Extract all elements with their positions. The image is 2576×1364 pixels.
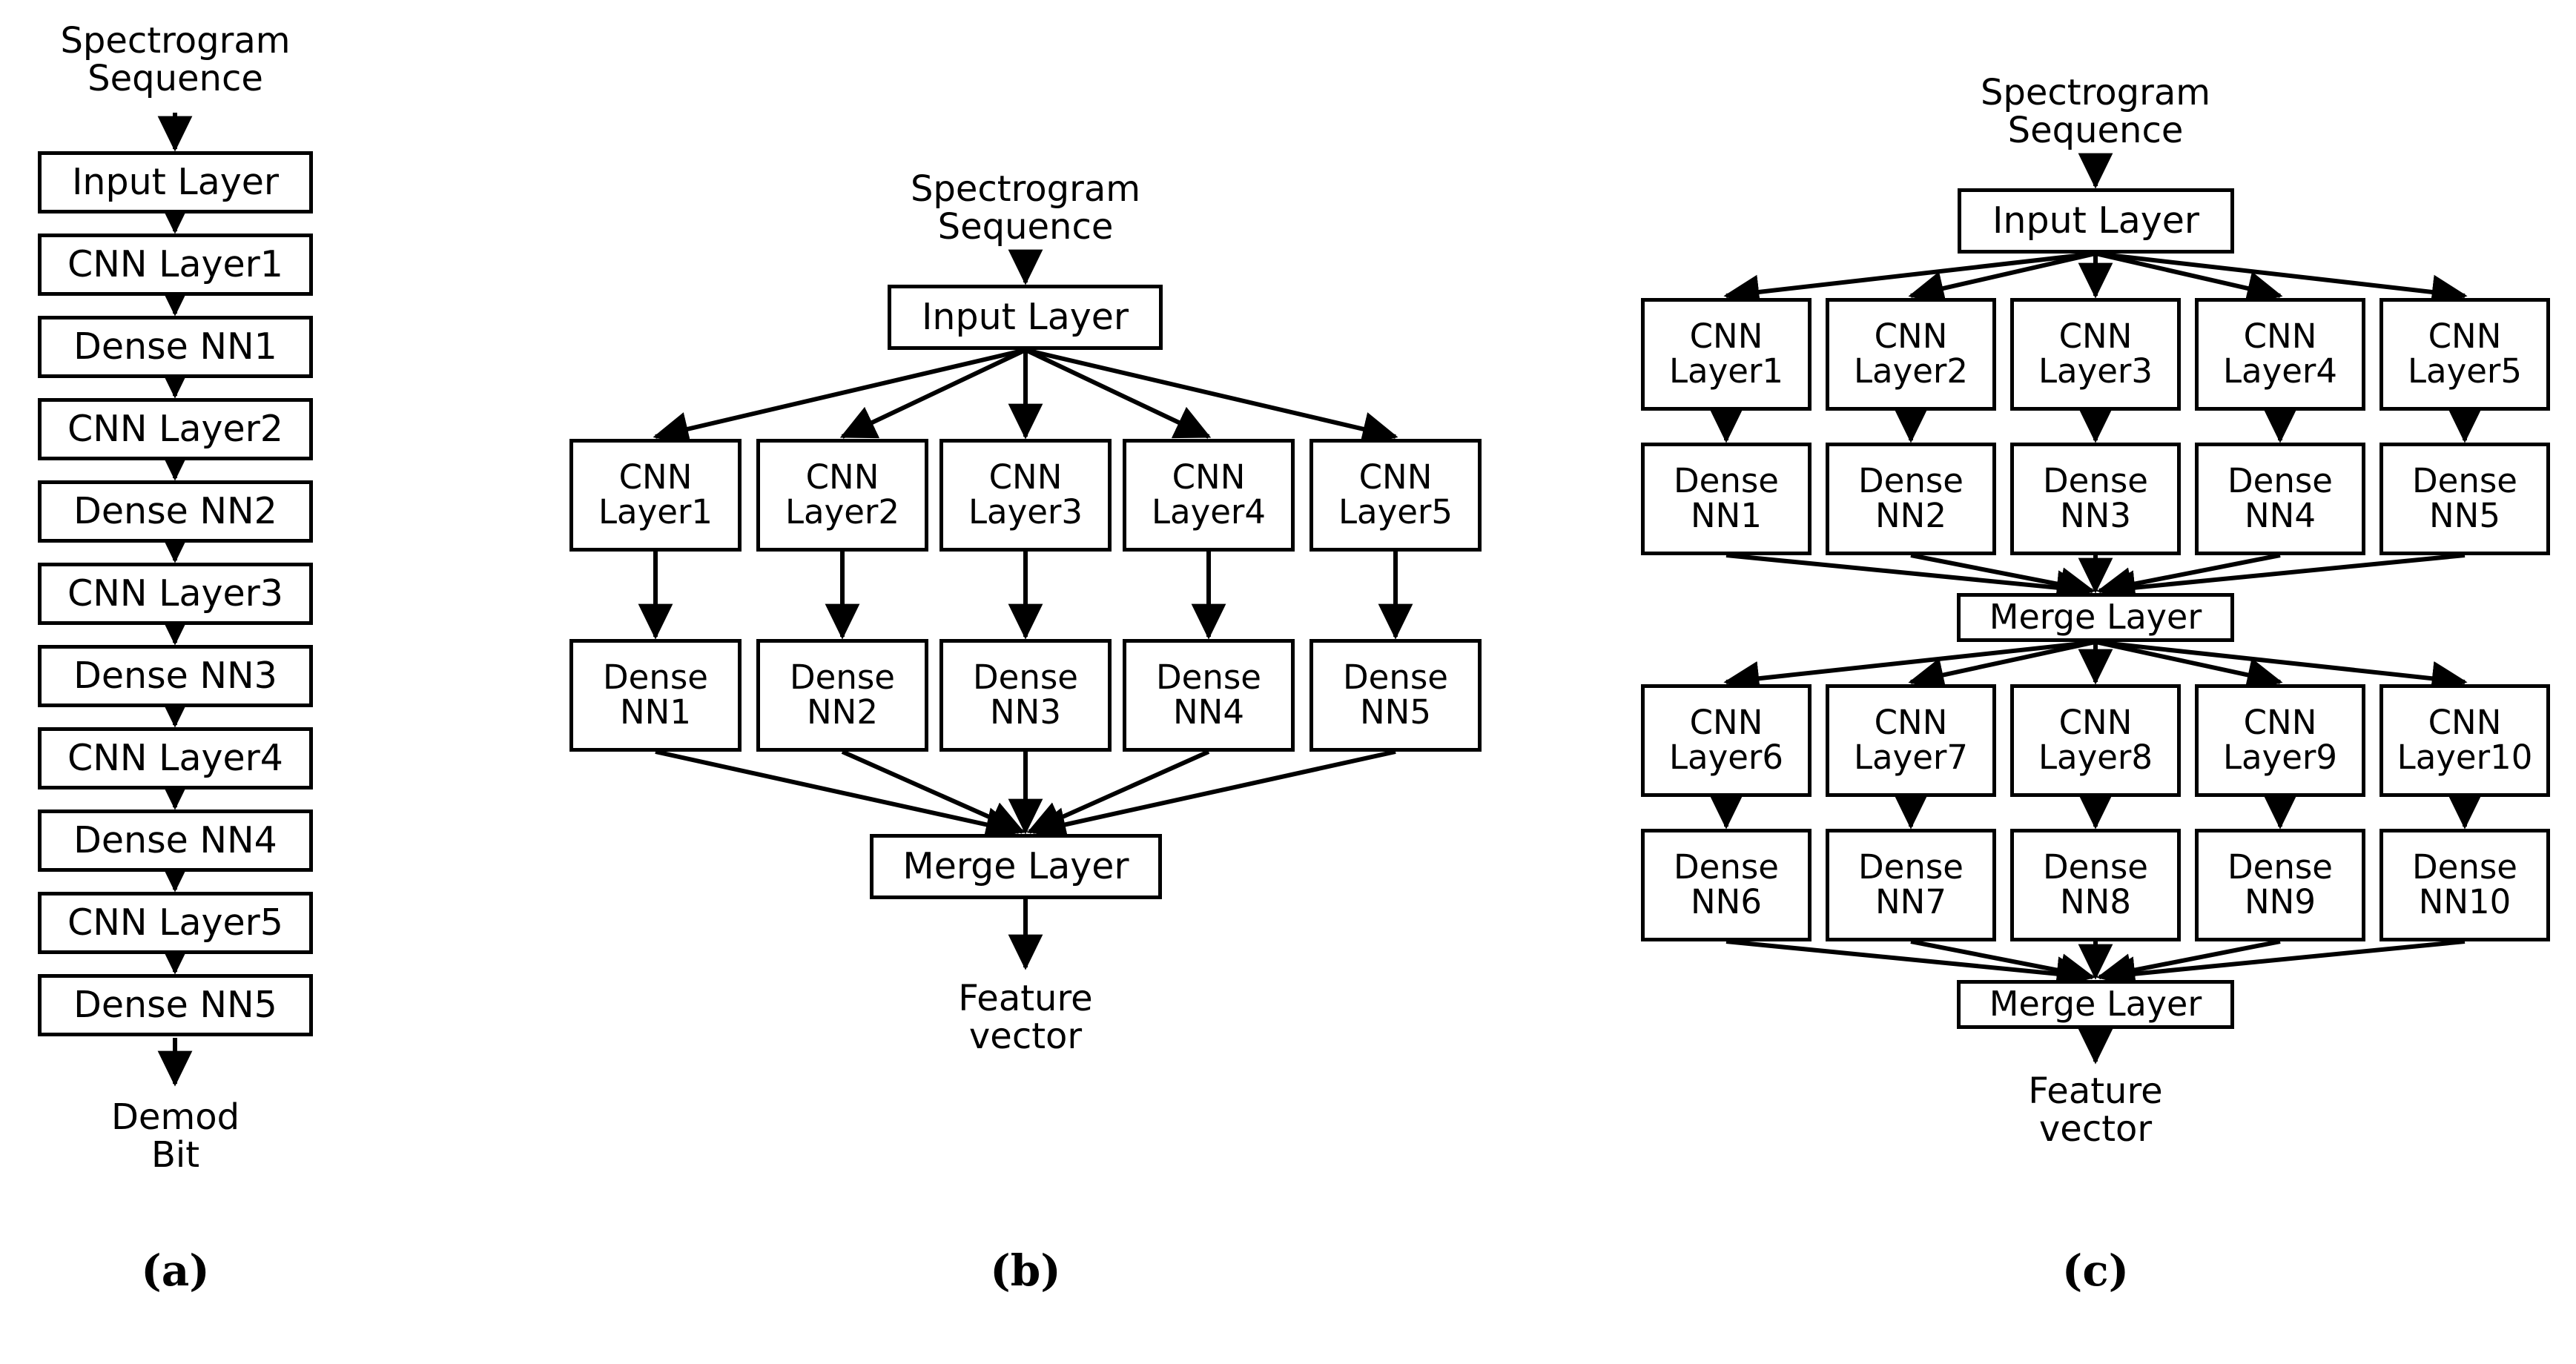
panel-c-node-cnn-layer5[interactable]: CNN Layer5 [2380, 298, 2550, 411]
panel-c-node-dense-nn3[interactable]: Dense NN3 [2010, 443, 2181, 555]
panel-a-node-cnn-layer5[interactable]: CNN Layer5 [38, 892, 313, 954]
panel-c-node-dense-nn9[interactable]: Dense NN9 [2195, 829, 2365, 941]
panel-a-node-dense-nn1[interactable]: Dense NN1 [38, 316, 313, 378]
panel-b-caption: (b) [990, 1245, 1061, 1296]
panel-c-node-dense-nn1[interactable]: Dense NN1 [1641, 443, 1812, 555]
panel-a-node-cnn-layer1[interactable]: CNN Layer1 [38, 234, 313, 296]
panel-b-node-cnn-layer3[interactable]: CNN Layer3 [939, 439, 1112, 552]
panel-a-node-dense-nn3[interactable]: Dense NN3 [38, 645, 313, 707]
panel-b-node-merge-layer[interactable]: Merge Layer [870, 834, 1162, 899]
panel-b-input-caption: Spectrogram Sequence [910, 168, 1141, 248]
panel-a-input-caption: Spectrogram Sequence [60, 20, 291, 99]
panel-a-node-dense-nn4[interactable]: Dense NN4 [38, 810, 313, 872]
panel-b-node-dense-nn2[interactable]: Dense NN2 [756, 639, 928, 752]
panel-c-node-dense-nn7[interactable]: Dense NN7 [1826, 829, 1996, 941]
panel-c-node-dense-nn6[interactable]: Dense NN6 [1641, 829, 1812, 941]
panel-b-node-cnn-layer4[interactable]: CNN Layer4 [1123, 439, 1295, 552]
panel-c-node-cnn-layer10[interactable]: CNN Layer10 [2380, 684, 2550, 797]
panel-c-node-input-layer[interactable]: Input Layer [1958, 188, 2234, 254]
panel-c-node-cnn-layer9[interactable]: CNN Layer9 [2195, 684, 2365, 797]
panel-c-node-merge-layer-1[interactable]: Merge Layer [1957, 593, 2234, 642]
panel-b-node-cnn-layer1[interactable]: CNN Layer1 [569, 439, 742, 552]
panel-c-node-dense-nn8[interactable]: Dense NN8 [2010, 829, 2181, 941]
panel-c-node-dense-nn2[interactable]: Dense NN2 [1826, 443, 1996, 555]
panel-a-node-dense-nn2[interactable]: Dense NN2 [38, 480, 313, 543]
panel-b-node-dense-nn3[interactable]: Dense NN3 [939, 639, 1112, 752]
panel-b-node-dense-nn1[interactable]: Dense NN1 [569, 639, 742, 752]
panel-b-node-dense-nn5[interactable]: Dense NN5 [1310, 639, 1482, 752]
panel-b-node-cnn-layer5[interactable]: CNN Layer5 [1310, 439, 1482, 552]
panel-a-node-cnn-layer4[interactable]: CNN Layer4 [38, 727, 313, 789]
panel-c-caption: (c) [2061, 1245, 2130, 1296]
panel-c-node-dense-nn5[interactable]: Dense NN5 [2380, 443, 2550, 555]
panel-a-node-dense-nn5[interactable]: Dense NN5 [38, 974, 313, 1036]
panel-c-node-dense-nn4[interactable]: Dense NN4 [2195, 443, 2365, 555]
panel-c-node-cnn-layer6[interactable]: CNN Layer6 [1641, 684, 1812, 797]
panel-c-node-dense-nn10[interactable]: Dense NN10 [2380, 829, 2550, 941]
panel-a-node-input-layer[interactable]: Input Layer [38, 151, 313, 213]
panel-a-node-cnn-layer3[interactable]: CNN Layer3 [38, 563, 313, 625]
panel-c-node-cnn-layer1[interactable]: CNN Layer1 [1641, 298, 1812, 411]
panel-c-output-caption: Feature vector [2028, 1070, 2163, 1150]
panel-c-node-cnn-layer4[interactable]: CNN Layer4 [2195, 298, 2365, 411]
panel-b-node-input-layer[interactable]: Input Layer [888, 285, 1163, 350]
panel-c-node-cnn-layer3[interactable]: CNN Layer3 [2010, 298, 2181, 411]
panel-b-output-caption: Feature vector [958, 978, 1093, 1057]
panel-b-node-cnn-layer2[interactable]: CNN Layer2 [756, 439, 928, 552]
panel-c-node-cnn-layer2[interactable]: CNN Layer2 [1826, 298, 1996, 411]
panel-a-output-caption: Demod Bit [110, 1096, 240, 1176]
panel-a-caption: (a) [141, 1245, 210, 1296]
panel-a-node-cnn-layer2[interactable]: CNN Layer2 [38, 398, 313, 460]
panel-c-node-cnn-layer7[interactable]: CNN Layer7 [1826, 684, 1996, 797]
panel-c-node-merge-layer-2[interactable]: Merge Layer [1957, 980, 2234, 1029]
panel-b-node-dense-nn4[interactable]: Dense NN4 [1123, 639, 1295, 752]
panel-c-input-caption: Spectrogram Sequence [1980, 72, 2211, 151]
panel-c-node-cnn-layer8[interactable]: CNN Layer8 [2010, 684, 2181, 797]
